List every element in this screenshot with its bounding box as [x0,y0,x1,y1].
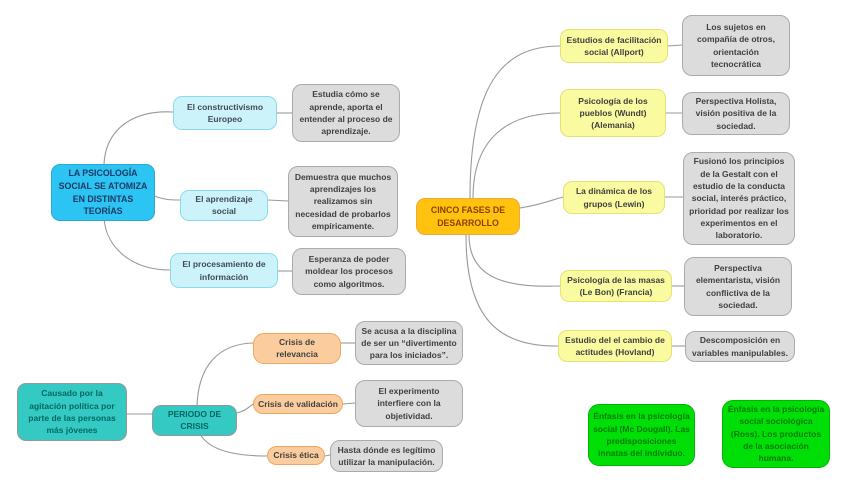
link-periodo-relevancia [196,342,254,408]
note-constructivismo[interactable]: Estudia cómo se aprende, aporta el enten… [292,84,400,142]
node-allport[interactable]: Estudios de facilitación social (Allport… [560,29,668,63]
link-fases-hovland [465,234,559,347]
link-fases-lebon [468,234,561,287]
node-constructivismo[interactable]: El constructivismo Europeo [173,96,277,130]
node-cinco-fases[interactable]: CINCO FASES DE DESARROLLO [416,198,520,235]
node-crisis-etica[interactable]: Crisis ética [267,446,325,465]
link-fases-lewin [519,196,564,209]
link-periodo-validacion [236,403,254,414]
link-root-procesamiento [103,217,171,271]
note-hovland[interactable]: Descomposición en variables manipulables… [685,331,795,362]
link-root-aprendizaje [153,195,181,201]
link-fases-wundt [472,112,561,199]
note-procesamiento[interactable]: Esperanza de poder moldear los procesos … [292,248,406,295]
note-crisis-etica[interactable]: Hasta dónde es legítimo utilizar la mani… [330,440,443,472]
link-validacion-note [342,402,356,405]
note-wundt[interactable]: Perspectiva Holista, visión positiva de … [682,92,790,135]
node-periodo-crisis[interactable]: PERIODO DE CRISIS [152,405,237,436]
node-enfasis-ross[interactable]: Énfasis en la psicología social sociológ… [722,400,830,468]
link-etica-note [324,454,331,457]
node-procesamiento[interactable]: El procesamiento de información [170,253,278,288]
note-crisis-relevancia[interactable]: Se acusa a la disciplina de ser un “dive… [355,321,463,365]
note-crisis-validacion[interactable]: El experimento interfiere con la objetiv… [355,380,463,427]
node-hovland[interactable]: Estudio del el cambio de actitudes (Hovl… [558,330,672,362]
link-allport-note [667,44,683,47]
node-crisis-validacion[interactable]: Crisis de validación [253,394,343,414]
note-lebon[interactable]: Perspectiva elementarista, visión confli… [684,257,792,316]
node-crisis-relevancia[interactable]: Crisis de relevancia [253,333,341,364]
note-allport[interactable]: Los sujetos en compañía de otros, orient… [682,15,790,76]
node-lewin[interactable]: La dinámica de los grupos (Lewin) [563,181,665,214]
node-lebon[interactable]: Psicología de las masas (Le Bon) (Franci… [560,270,672,302]
note-aprendizaje[interactable]: Demuestra que muchos aprendizajes los re… [288,166,398,237]
link-fases-allport [469,45,561,199]
note-lewin[interactable]: Fusionó los principios de la Gestalt con… [683,152,795,245]
node-aprendizaje[interactable]: El aprendizaje social [180,190,268,221]
node-wundt[interactable]: Psicología de los pueblos (Wundt) (Alema… [560,89,666,137]
link-aprendizaje-note [267,199,289,202]
node-crisis-causa[interactable]: Causado por la agitación política por pa… [17,383,127,441]
node-theories-root[interactable]: LA PSICOLOGÍA SOCIAL SE ATOMIZA EN DISTI… [51,164,155,221]
link-root-constructivismo [103,111,174,165]
node-enfasis-mcdougall[interactable]: Énfasis en la psicología social (Mc Doug… [588,404,695,466]
